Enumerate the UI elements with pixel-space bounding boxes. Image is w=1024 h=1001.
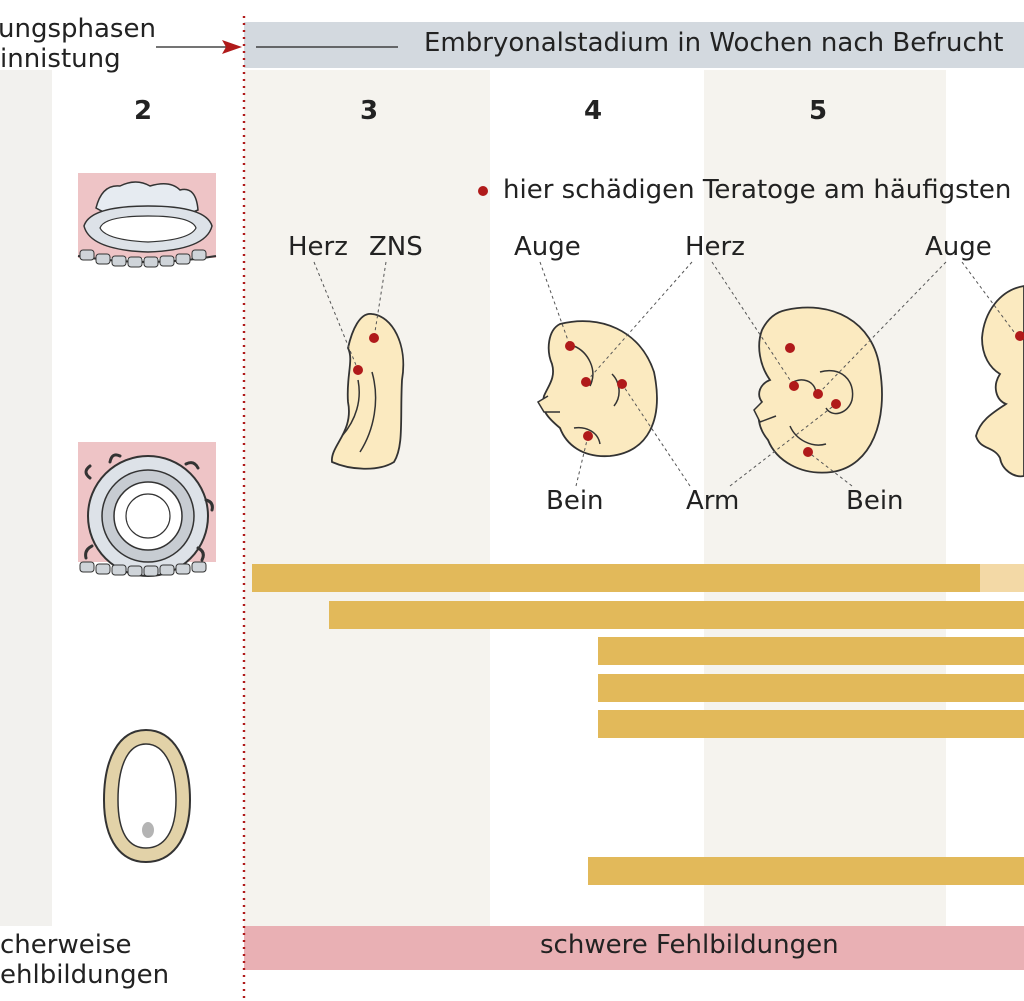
embryo-week6-partial-icon <box>975 285 1024 478</box>
zygote-oval-icon <box>102 728 192 864</box>
header-left-area <box>0 0 244 70</box>
footer-left-label-1: cherweise <box>0 930 132 960</box>
embryo-week3-icon <box>331 313 405 470</box>
header-left-label-1: ungsphasen <box>0 14 156 44</box>
blastocyst-implanted-icon <box>77 173 217 268</box>
sensitivity-bar-1-light <box>980 564 1024 592</box>
organ-label-auge-w4: Auge <box>514 232 581 262</box>
header-left-label-2: innistung <box>0 44 121 74</box>
header-arrow-icon <box>156 40 398 54</box>
week-label-5: 5 <box>808 96 828 126</box>
week-label-2: 2 <box>133 96 153 126</box>
organ-label-zns-w3: ZNS <box>369 232 423 262</box>
legend-text: hier schädigen Teratoge am häufigsten <box>503 175 1012 205</box>
column-bg-5 <box>704 70 946 928</box>
column-bg-3 <box>244 70 490 928</box>
footer-left-label-2: ehlbildungen <box>0 960 170 990</box>
organ-label-auge-w5: Auge <box>925 232 992 262</box>
sensitivity-bar-4 <box>598 674 1024 702</box>
sensitivity-bar-5 <box>598 710 1024 738</box>
organ-label-arm-w4: Arm <box>686 486 740 516</box>
header-title: Embryonalstadium in Wochen nach Befrucht <box>424 28 1004 58</box>
legend-dot-icon <box>478 186 488 196</box>
column-bg-1 <box>0 70 52 928</box>
organ-label-herz-w3: Herz <box>288 232 348 262</box>
footer-main-label: schwere Fehlbildungen <box>540 930 839 960</box>
organ-label-bein-w4: Bein <box>546 486 604 516</box>
sensitivity-bar-3 <box>598 637 1024 665</box>
week-label-3: 3 <box>359 96 379 126</box>
teratogen-dots <box>353 331 1024 457</box>
organ-label-herz-w4: Herz <box>685 232 745 262</box>
footer-left-area <box>0 926 244 1001</box>
sensitivity-bar-2 <box>329 601 1024 629</box>
week-label-4: 4 <box>583 96 603 126</box>
column-bg-4 <box>490 70 704 928</box>
organ-label-bein-w5: Bein <box>846 486 904 516</box>
organ-leader-lines <box>313 261 1015 487</box>
embryo-week4-icon <box>536 320 658 457</box>
sensitivity-bar-6 <box>588 857 1024 885</box>
column-bg-6 <box>946 70 1024 928</box>
sensitivity-bar-1 <box>252 564 980 592</box>
blastocyst-ring-icon <box>78 442 216 577</box>
